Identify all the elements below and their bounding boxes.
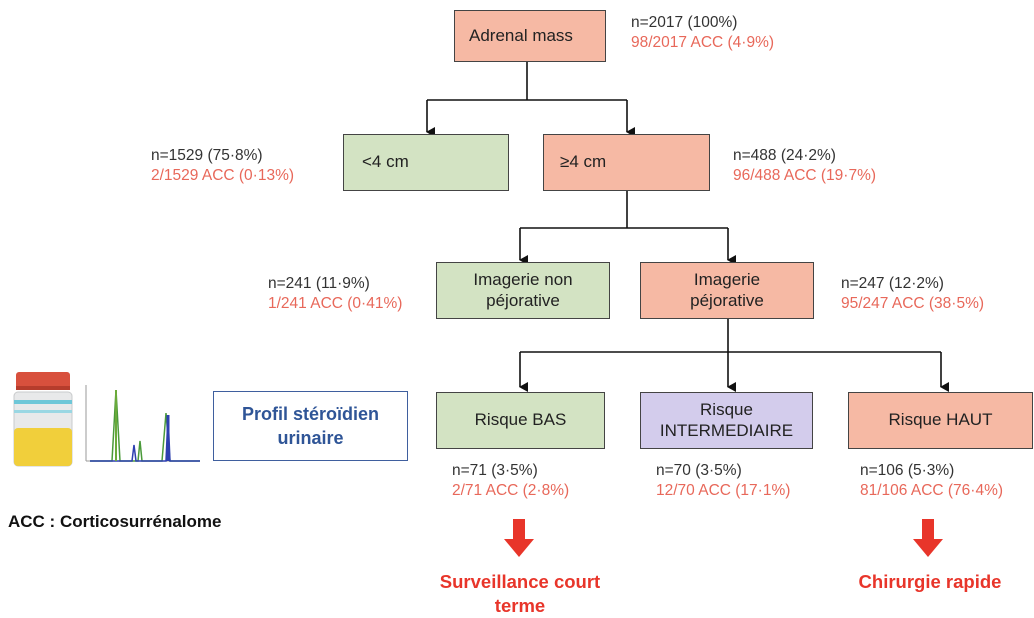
node-lt4cm: <4 cm — [343, 134, 509, 191]
node-adrenal-mass-label: Adrenal mass — [469, 25, 573, 45]
node-line1: Risque — [700, 400, 753, 420]
node-lt4cm-label: <4 cm — [362, 152, 409, 172]
outcome-line2: terme — [494, 595, 546, 616]
node-risque-intermediaire: Risque INTERMEDIAIRE — [640, 392, 813, 449]
stat-risque-bas: n=71 (3·5%) 2/71 ACC (2·8%) — [452, 461, 569, 501]
outcome-surveillance: Surveillance court terme — [420, 570, 620, 618]
node-risque-haut: Risque HAUT — [848, 392, 1033, 449]
stat-n: n=1529 (75·8%) — [151, 147, 263, 164]
node-line1: Imagerie — [693, 270, 761, 290]
stat-ge4cm: n=488 (24·2%) 96/488 ACC (19·7%) — [733, 146, 876, 186]
stat-acc: 98/2017 ACC (4·9%) — [631, 34, 775, 51]
stat-n: n=106 (5·3%) — [860, 462, 955, 479]
profil-line1: Profil stéroïdien — [241, 404, 380, 424]
outcome-arrows — [504, 519, 943, 557]
node-risque-bas-label: Risque BAS — [474, 410, 567, 430]
stat-acc: 2/71 ACC (2·8%) — [452, 482, 570, 499]
node-imagerie-pejorative: Imagerie péjorative — [640, 262, 814, 319]
stat-risque-haut: n=106 (5·3%) 81/106 ACC (76·4%) — [860, 461, 1003, 501]
stat-n: n=488 (24·2%) — [733, 147, 836, 164]
stat-acc: 2/1529 ACC (0·13%) — [151, 167, 295, 184]
chromatogram-icon — [85, 385, 200, 462]
node-risque-bas: Risque BAS — [436, 392, 605, 449]
stat-acc: 81/106 ACC (76·4%) — [860, 482, 1004, 499]
stat-risque-intermediaire: n=70 (3·5%) 12/70 ACC (17·1%) — [656, 461, 790, 501]
stat-imagerie-pejorative: n=247 (12·2%) 95/247 ACC (38·5%) — [841, 274, 984, 314]
stat-acc: 1/241 ACC (0·41%) — [268, 295, 403, 312]
node-line2: INTERMEDIAIRE — [659, 420, 794, 440]
stat-n: n=241 (11·9%) — [268, 275, 370, 292]
stat-n: n=2017 (100%) — [631, 14, 738, 31]
node-ge4cm-label: ≥4 cm — [560, 152, 607, 172]
node-imagerie-non-pejorative: Imagerie non péjorative — [436, 262, 610, 319]
stat-n: n=247 (12·2%) — [841, 275, 944, 292]
stat-imagerie-non-pejorative: n=241 (11·9%) 1/241 ACC (0·41%) — [268, 274, 402, 314]
stat-n: n=71 (3·5%) — [452, 462, 538, 479]
stat-acc: 12/70 ACC (17·1%) — [656, 482, 791, 499]
urine-sample-icon — [13, 372, 73, 467]
node-adrenal-mass: Adrenal mass — [454, 10, 606, 62]
outcome-chirurgie: Chirurgie rapide — [830, 570, 1030, 594]
stat-n: n=70 (3·5%) — [656, 462, 742, 479]
node-line2: péjorative — [690, 290, 764, 310]
stat-adrenal-mass: n=2017 (100%) 98/2017 ACC (4·9%) — [631, 13, 774, 53]
stat-lt4cm: n=1529 (75·8%) 2/1529 ACC (0·13%) — [151, 146, 294, 186]
profil-line2: urinaire — [277, 428, 344, 448]
outcome-line1: Surveillance court — [439, 571, 601, 592]
outcome-line1: Chirurgie rapide — [858, 571, 1002, 592]
profil-steroidien-box: Profil stéroïdien urinaire — [213, 391, 408, 461]
stat-acc: 96/488 ACC (19·7%) — [733, 167, 877, 184]
node-ge4cm: ≥4 cm — [543, 134, 710, 191]
node-line2: péjorative — [486, 290, 560, 310]
legend-acc: ACC : Corticosurrénalome — [8, 512, 222, 531]
stat-acc: 95/247 ACC (38·5%) — [841, 295, 985, 312]
node-line1: Imagerie non — [473, 270, 573, 290]
node-risque-haut-label: Risque HAUT — [888, 410, 993, 430]
